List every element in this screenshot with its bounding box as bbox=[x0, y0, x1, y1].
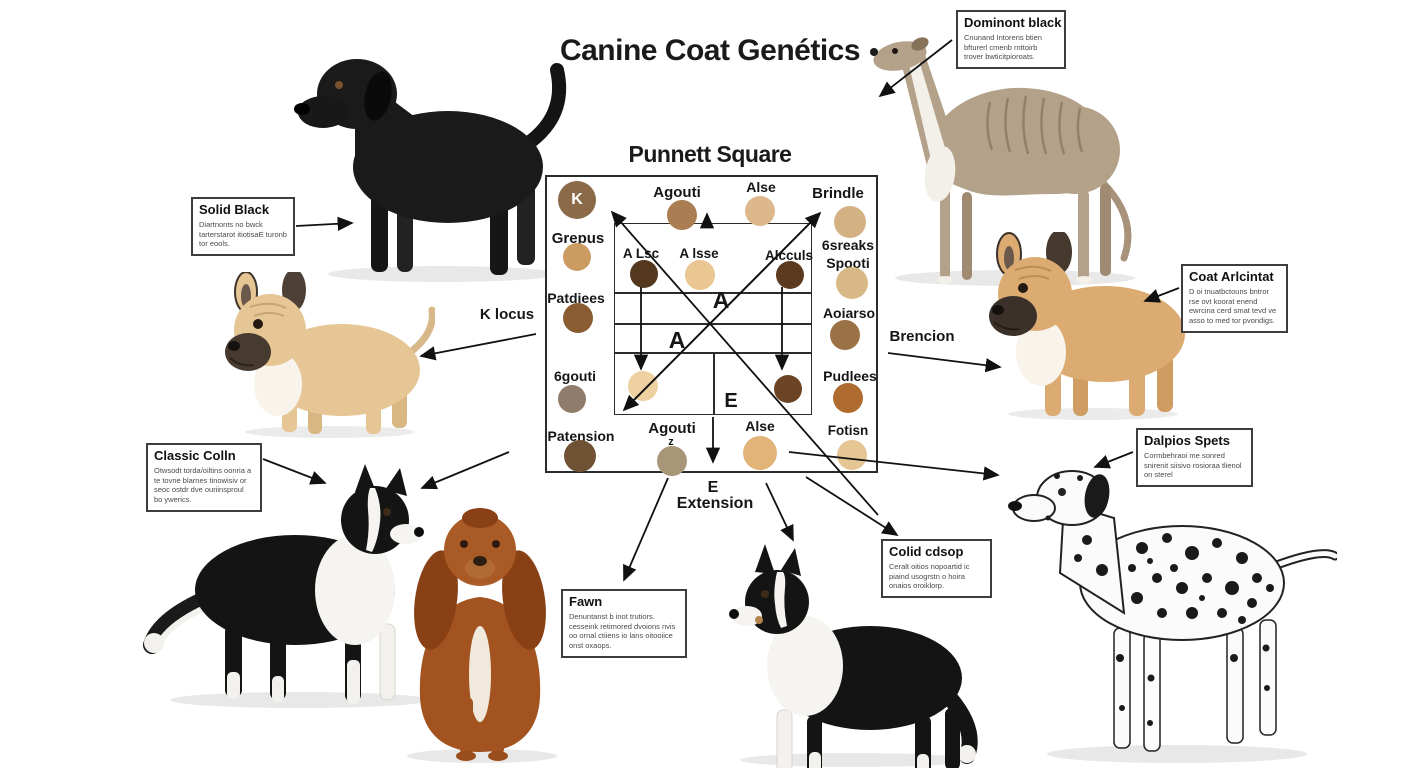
allele-circle-agouti-bottom bbox=[657, 446, 687, 476]
allele-circle-aoiarso bbox=[830, 320, 860, 350]
brencion-label: Brencion bbox=[889, 328, 955, 345]
infobox-body: Otwsodt torda/oiltins oonria a te tovne … bbox=[154, 465, 252, 505]
infobox-fawn: Fawn Denuntanst b inot trutiors. cessein… bbox=[561, 589, 687, 658]
infobox-title: Solid Black bbox=[199, 202, 270, 217]
allele-circle-a-lase bbox=[685, 260, 715, 290]
french-bulldog-right-illustration bbox=[989, 232, 1185, 420]
allele-label-pudlees: Pudlees bbox=[823, 368, 877, 384]
allele-circle-cream-cell bbox=[628, 371, 658, 401]
arrow-square-to-collie-center bbox=[765, 482, 794, 542]
infobox-title: Dalpios Spets bbox=[1144, 433, 1230, 448]
infobox-solid-black: Solid Black Diartnonts no bwck tartersta… bbox=[191, 197, 295, 257]
allele-label-patdiees: Patdiees bbox=[547, 290, 605, 306]
infobox-body: Denuntanst b inot trutiors. cesseink ret… bbox=[569, 611, 676, 651]
letter-a-upper: A bbox=[712, 287, 730, 313]
allele-circle-fotisn bbox=[837, 440, 867, 470]
allele-circle-pudlees bbox=[833, 383, 863, 413]
arrow-square-to-colid-box bbox=[805, 476, 899, 536]
allele-circle-bgouti bbox=[558, 385, 586, 413]
letter-a-lower: A bbox=[668, 327, 686, 353]
allele-circle-grepus bbox=[563, 243, 591, 271]
allele-label-bgouti: 6gouti bbox=[554, 368, 596, 384]
punnett-grid-line bbox=[713, 352, 715, 415]
allele-label-a-lase: A lsse bbox=[679, 246, 719, 261]
allele-circle-a-lsc bbox=[630, 260, 658, 288]
k-locus-label: K locus bbox=[479, 306, 535, 323]
allele-circle-alse-bottom bbox=[743, 436, 777, 470]
cocker-spaniel-illustration bbox=[407, 508, 557, 763]
allele-circle-bsreaks bbox=[836, 267, 868, 299]
allele-circle-alse-top bbox=[745, 196, 775, 226]
allele-circle-patension bbox=[564, 440, 596, 472]
allele-label-alse-top: Alse bbox=[746, 179, 776, 195]
infobox-body: Cormbehraoi me sonred snirenit siisivo r… bbox=[1144, 450, 1242, 480]
letter-e-inner: E bbox=[724, 390, 738, 412]
allele-label-alse-bottom: Alse bbox=[745, 418, 775, 434]
infobox-title: Colid cdsop bbox=[889, 544, 964, 559]
infobox-body: Diartnonts no bwck tarterstarot itiotisa… bbox=[199, 219, 287, 249]
infobox-title: Fawn bbox=[569, 594, 603, 609]
allele-label-grepus: Grepus bbox=[551, 230, 605, 247]
arrow-k-locus-to-frenchie bbox=[419, 333, 537, 361]
allele-label-brindle: Brindle bbox=[812, 185, 864, 202]
allele-circle-agouti-top bbox=[667, 200, 697, 230]
allele-label-aoiarso: Aoiarso bbox=[822, 305, 876, 321]
infobox-dominant-black: Dominont black Cnunand Intorens btien bf… bbox=[956, 10, 1066, 70]
punnett-square-heading: Punnett Square bbox=[628, 141, 792, 167]
allele-label-agouti-top: Agouti bbox=[653, 184, 701, 201]
infobox-coat-arkintat: Coat Arlcintat D oi tnuatbctouns bntror … bbox=[1181, 264, 1288, 333]
allele-label-a-lsc: A Lsc bbox=[622, 246, 660, 261]
allele-circle-alcculs bbox=[776, 261, 804, 289]
page-title: Canine Coat Genétics bbox=[559, 34, 861, 67]
french-bulldog-left-illustration bbox=[225, 272, 435, 438]
allele-label-bsreaks: 6sreaks bbox=[821, 237, 875, 253]
allele-label-fotisn: Fotisn bbox=[827, 423, 869, 438]
infobox-colid-cdsop: Colid cdsop Ceralt oitios nopoartid ic p… bbox=[881, 539, 992, 599]
punnett-grid-line bbox=[614, 323, 812, 325]
allele-circle-k: K bbox=[558, 181, 596, 219]
allele-label-agouti-bottom: Agouti bbox=[648, 420, 696, 437]
infobox-classic-colln: Classic Colln Otwsodt torda/oiltins oonr… bbox=[146, 443, 262, 512]
allele-circle-patdiees bbox=[563, 303, 593, 333]
infobox-body: Cnunand Intorens btien bfturerl cmenb rn… bbox=[964, 32, 1042, 62]
allele-label-patension: Patension bbox=[547, 428, 615, 444]
infobox-body: D oi tnuatbctouns bntror rse ovt koorat … bbox=[1189, 286, 1277, 326]
infobox-body: Ceralt oitios nopoartid ic piaind usogrs… bbox=[889, 561, 970, 591]
infobox-dalpios-spets: Dalpios Spets Cormbehraoi me sonred snir… bbox=[1136, 428, 1253, 488]
infobox-title: Dominont black bbox=[964, 15, 1062, 30]
arrow-square-to-fawn-box bbox=[623, 477, 669, 582]
allele-circle-brindle bbox=[834, 206, 866, 238]
extension-label: Extension bbox=[676, 495, 754, 512]
k-letter: K bbox=[571, 191, 583, 208]
allele-circle-dark-cell bbox=[774, 375, 802, 403]
border-collie-center-illustration bbox=[729, 544, 978, 768]
dalmatian-illustration bbox=[1008, 470, 1337, 763]
infobox-title: Coat Arlcintat bbox=[1189, 269, 1274, 284]
border-collie-left-illustration bbox=[143, 464, 430, 708]
black-labrador-illustration bbox=[294, 59, 567, 282]
infobox-title: Classic Colln bbox=[154, 448, 236, 463]
